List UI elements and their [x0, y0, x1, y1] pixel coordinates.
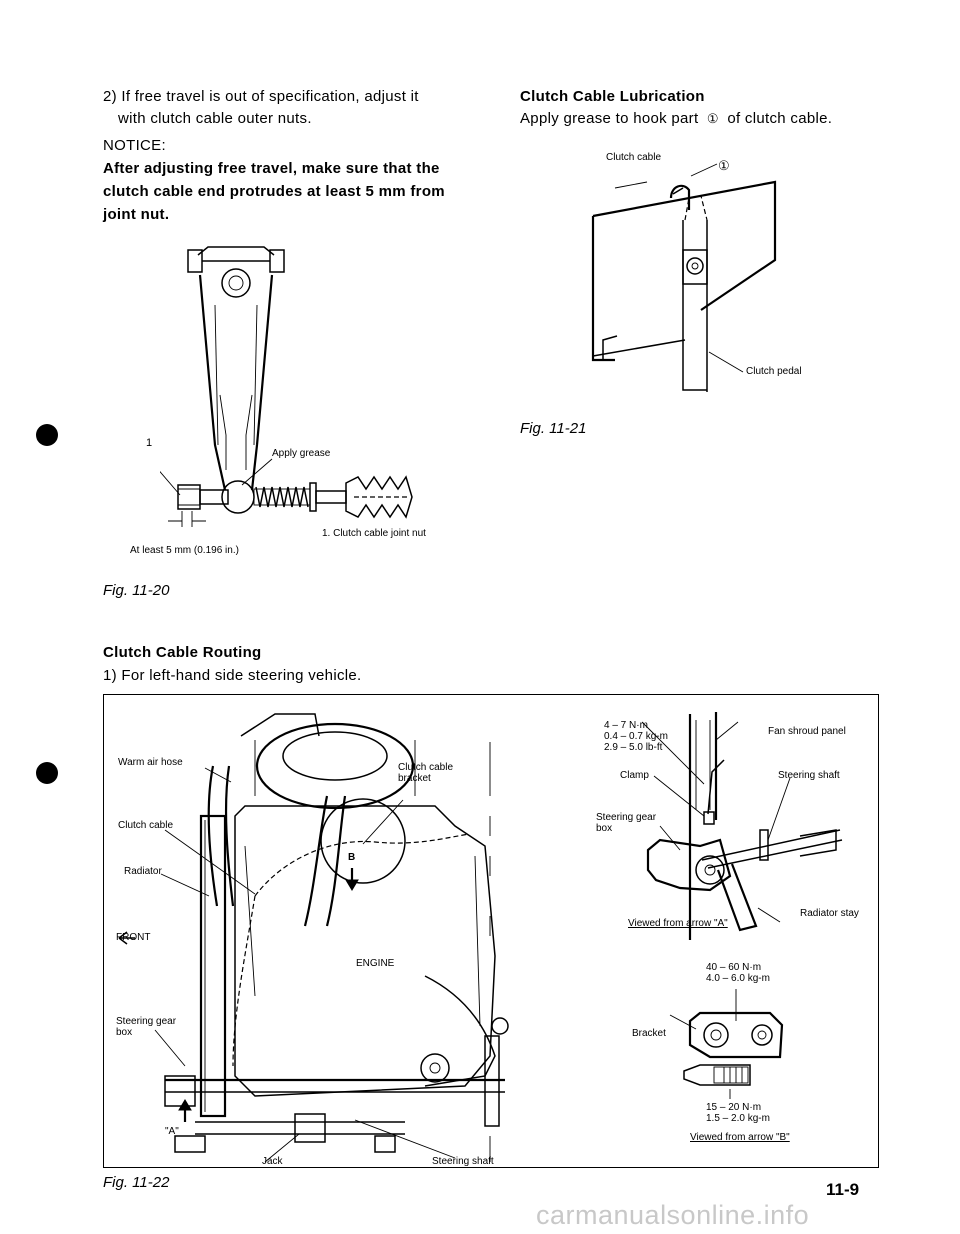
- fig22-clutch-cable-bracket-line2: bracket: [398, 773, 431, 784]
- fig20-apply-grease-label: Apply grease: [272, 448, 331, 459]
- watermark: carmanualsonline.info: [536, 1200, 810, 1230]
- fig22-steering-shaft-label: Steering shaft: [432, 1156, 494, 1167]
- view-a-torque-block: 4 – 7 N·m 0.4 – 0.7 kg-m 2.9 – 5.0 lb-ft: [604, 720, 668, 753]
- fig22-clutch-cable-bracket-label: Clutch cable bracket: [398, 762, 453, 784]
- view-a-caption: Viewed from arrow "A": [628, 918, 728, 929]
- fig21-hook-part-label: ①: [718, 158, 730, 173]
- step2-text: 2) If free travel is out of specificatio…: [103, 86, 473, 130]
- view-a-steering-gear-box-line2: box: [596, 823, 613, 834]
- notice-line3: joint nut.: [103, 206, 170, 223]
- routing-step1: 1) For left-hand side steering vehicle.: [103, 667, 362, 684]
- lubrication-text-before: Apply grease to hook part: [520, 110, 699, 127]
- view-a-torque-1: 4 – 7 N·m: [604, 720, 648, 731]
- view-b-torque-1: 40 – 60 N·m: [706, 962, 762, 973]
- view-b-torque-bottom: 15 – 20 N·m 1.5 – 2.0 kg-m: [706, 1102, 770, 1124]
- fig22-engine-label: ENGINE: [356, 958, 395, 969]
- fig22-clutch-cable-bracket-line1: Clutch cable: [398, 762, 454, 773]
- view-a-steering-shaft-label: Steering shaft: [778, 770, 840, 781]
- fig22-arrow-b-label: B: [348, 852, 356, 863]
- step2-line1: 2) If free travel is out of specificatio…: [103, 88, 419, 105]
- fig-11-22-frame: [103, 694, 879, 1168]
- view-a-torque-3: 2.9 – 5.0 lb-ft: [604, 742, 663, 753]
- fig-11-20-drawing: [160, 246, 413, 527]
- fig22-warm-air-hose-label: Warm air hose: [118, 757, 183, 768]
- view-b-caption: Viewed from arrow "B": [690, 1132, 790, 1143]
- step2-line2: with clutch cable outer nuts.: [118, 110, 312, 127]
- fig22-radiator-label: Radiator: [124, 866, 162, 877]
- view-b-torque-4: 1.5 – 2.0 kg-m: [706, 1113, 770, 1124]
- fig20-joint-nut-label: 1. Clutch cable joint nut: [322, 528, 426, 539]
- view-b-torque-top: 40 – 60 N·m 4.0 – 6.0 kg-m: [706, 962, 770, 984]
- page-number: 11-9: [826, 1180, 860, 1199]
- fig21-clutch-cable-label: Clutch cable: [606, 152, 662, 163]
- fig22-arrow-a-label: "A": [165, 1126, 179, 1137]
- fig22-clutch-cable-label: Clutch cable: [118, 820, 174, 831]
- view-a-torque-2: 0.4 – 0.7 kg-m: [604, 731, 668, 742]
- fig-11-21-drawing: [591, 163, 777, 392]
- view-a-drawing: [641, 712, 843, 940]
- view-a-clamp-label: Clamp: [620, 770, 649, 781]
- lubrication-heading: Clutch Cable Lubrication: [520, 88, 705, 105]
- fig-11-21-caption: Fig. 11-21: [520, 420, 587, 437]
- punch-hole-top: [36, 424, 58, 446]
- view-a-radiator-stay-label: Radiator stay: [800, 908, 859, 919]
- fig-11-22-engine-drawing: [118, 713, 509, 1163]
- notice-block: NOTICE: After adjusting free travel, mak…: [103, 134, 473, 226]
- view-b-torque-2: 4.0 – 6.0 kg-m: [706, 973, 770, 984]
- fig22-steering-gear-box-label: Steering gear box: [116, 1016, 176, 1038]
- view-a-fan-shroud-label: Fan shroud panel: [768, 726, 846, 737]
- view-a-steering-gear-box-line1: Steering gear: [596, 812, 657, 823]
- fig22-jack-label: Jack: [262, 1156, 283, 1167]
- fig20-callout-1: 1: [146, 437, 153, 449]
- view-b-drawing: [669, 989, 784, 1099]
- lubrication-text-after: of clutch cable.: [727, 110, 833, 127]
- view-a-steering-gear-box-label: Steering gear box: [596, 812, 656, 834]
- fig-11-22-caption: Fig. 11-22: [103, 1174, 170, 1191]
- notice-heading: NOTICE:: [103, 137, 166, 154]
- fig22-front-label: FRONT: [116, 932, 151, 943]
- fig22-steering-gear-box-line2: box: [116, 1027, 133, 1038]
- view-b-bracket-label: Bracket: [632, 1028, 666, 1039]
- routing-heading: Clutch Cable Routing: [103, 644, 262, 661]
- fig20-at-least-label: At least 5 mm (0.196 in.): [130, 545, 239, 556]
- lubrication-circled: ①: [706, 111, 719, 126]
- view-b-torque-3: 15 – 20 N·m: [706, 1102, 762, 1113]
- notice-line1: After adjusting free travel, make sure t…: [103, 160, 440, 177]
- fig22-steering-gear-box-line1: Steering gear: [116, 1016, 177, 1027]
- fig21-clutch-pedal-label: Clutch pedal: [746, 366, 802, 377]
- fig-11-20-caption: Fig. 11-20: [103, 582, 170, 599]
- lubrication-text: Apply grease to hook part ① of clutch ca…: [520, 108, 832, 130]
- punch-hole-bottom: [36, 762, 58, 784]
- notice-line2: clutch cable end protrudes at least 5 mm…: [103, 183, 445, 200]
